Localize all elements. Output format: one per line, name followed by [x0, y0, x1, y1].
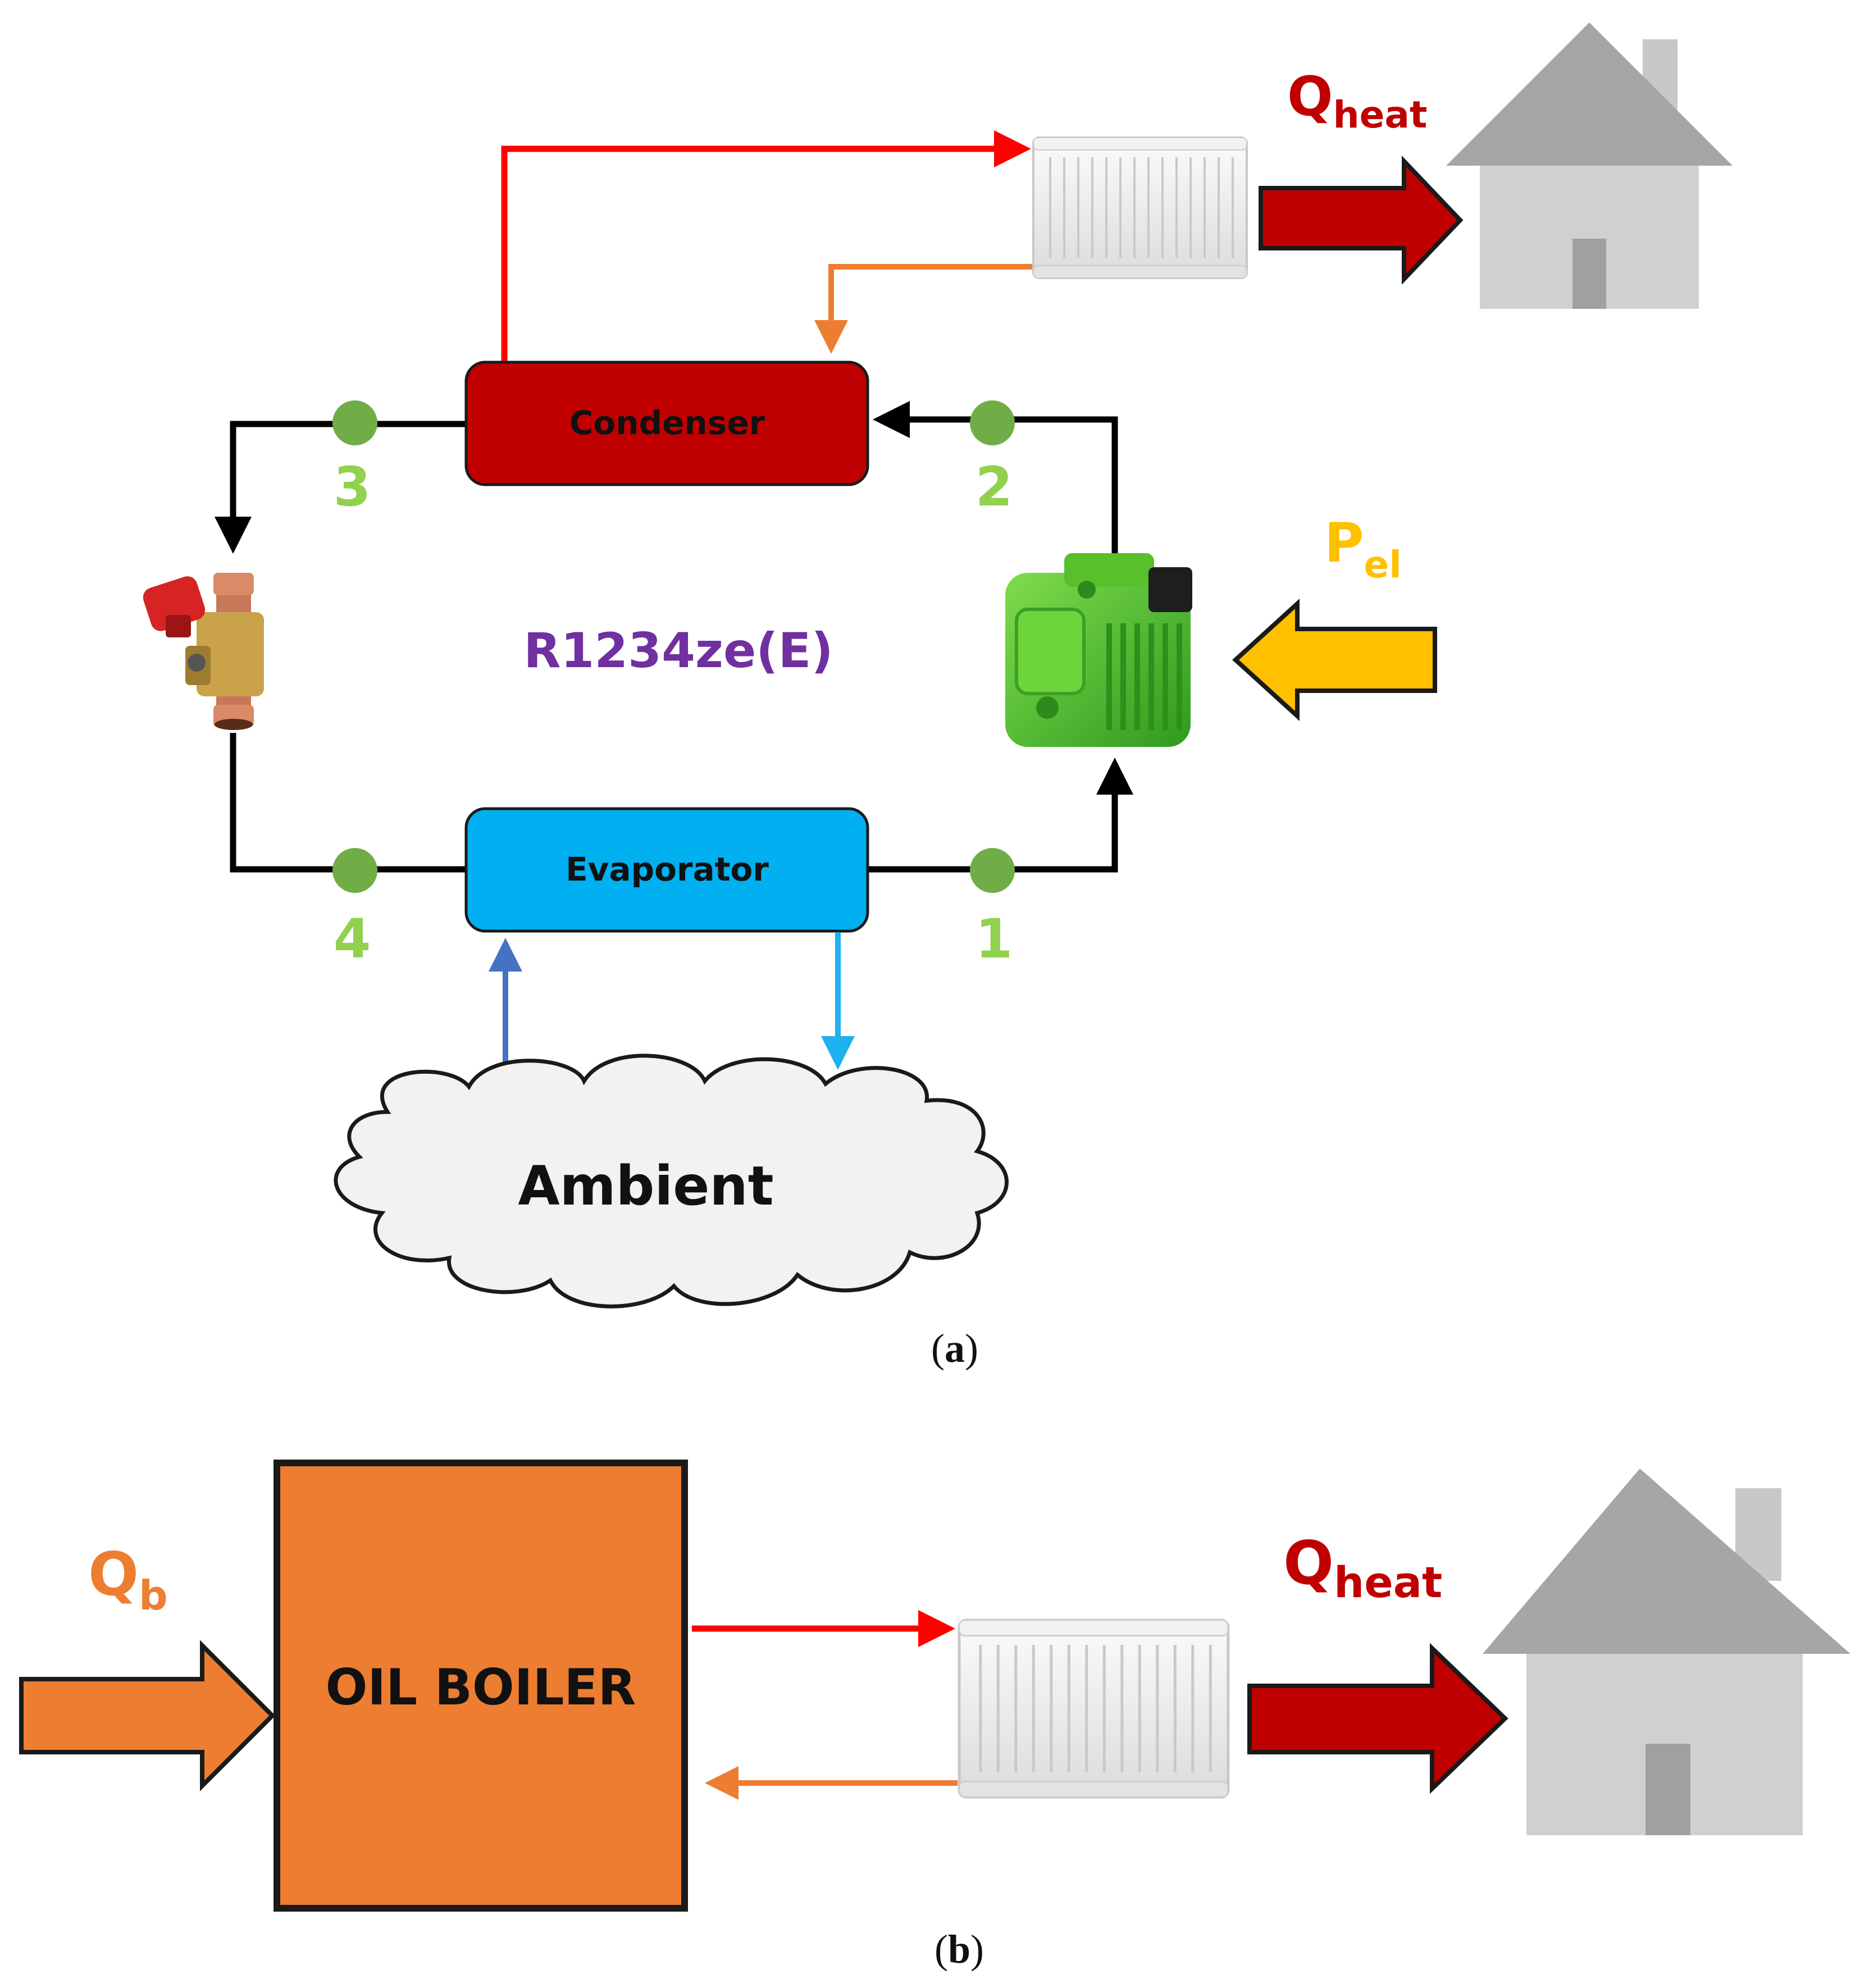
- evaporator: Evaporator: [464, 807, 869, 933]
- refrigerant-label: R1234ze(E): [523, 623, 833, 679]
- state-point-4: [332, 848, 377, 893]
- hot-supply-pipe: [501, 130, 1031, 362]
- q-heat-label-b: Qheat: [1283, 1529, 1442, 1607]
- state-label-2: 2: [975, 455, 1013, 518]
- q-b-label: Qb: [88, 1540, 168, 1619]
- caption-b: (b): [934, 1927, 984, 1972]
- radiator-icon: [1032, 136, 1248, 279]
- state-point-1: [970, 848, 1015, 893]
- state-label-3: 3: [334, 455, 371, 518]
- state-point-2: [970, 400, 1015, 445]
- condenser: Condenser: [464, 361, 869, 486]
- q-heat-label: Qheat: [1287, 65, 1427, 136]
- expansion-valve-icon: [143, 573, 264, 730]
- q-heat-arrow-b: [1247, 1643, 1508, 1794]
- radiator-icon-b: [959, 1620, 1228, 1797]
- condenser-label: Condenser: [569, 404, 765, 442]
- state-label-4: 4: [334, 908, 371, 970]
- ambient-label: Ambient: [518, 1155, 773, 1218]
- return-pipe: [814, 264, 1033, 354]
- refrigerant-loop: [215, 401, 1133, 873]
- q-b-arrow: [19, 1640, 276, 1791]
- pipe-3-to-valve: [215, 421, 466, 554]
- panel-a: Condenser Evaporator 3 2 4 1: [143, 22, 1733, 1371]
- state-point-3: [332, 400, 377, 445]
- state-label-1: 1: [975, 908, 1013, 970]
- oil-boiler: OIL BOILER: [273, 1460, 688, 1912]
- pipe-valve-to-4: [230, 733, 466, 873]
- p-el-label: Pel: [1324, 512, 1402, 586]
- q-heat-arrow: [1259, 156, 1464, 285]
- p-el-arrow: [1232, 598, 1437, 722]
- house-icon: [1446, 22, 1733, 309]
- house-icon-b: [1483, 1469, 1850, 1835]
- caption-a: (a): [931, 1326, 978, 1371]
- state-point-markers: [332, 400, 1015, 893]
- pipe-compressor-to-2: [873, 401, 1118, 553]
- pipe-1-to-compressor: [868, 758, 1133, 873]
- boiler-label: OIL BOILER: [326, 1658, 636, 1716]
- compressor-icon: [1005, 553, 1192, 747]
- evaporator-label: Evaporator: [566, 850, 769, 888]
- panel-b: Qb OIL BOILER Qheat (b): [19, 1460, 1850, 1972]
- ambient-cloud-icon: Ambient: [334, 1054, 1009, 1308]
